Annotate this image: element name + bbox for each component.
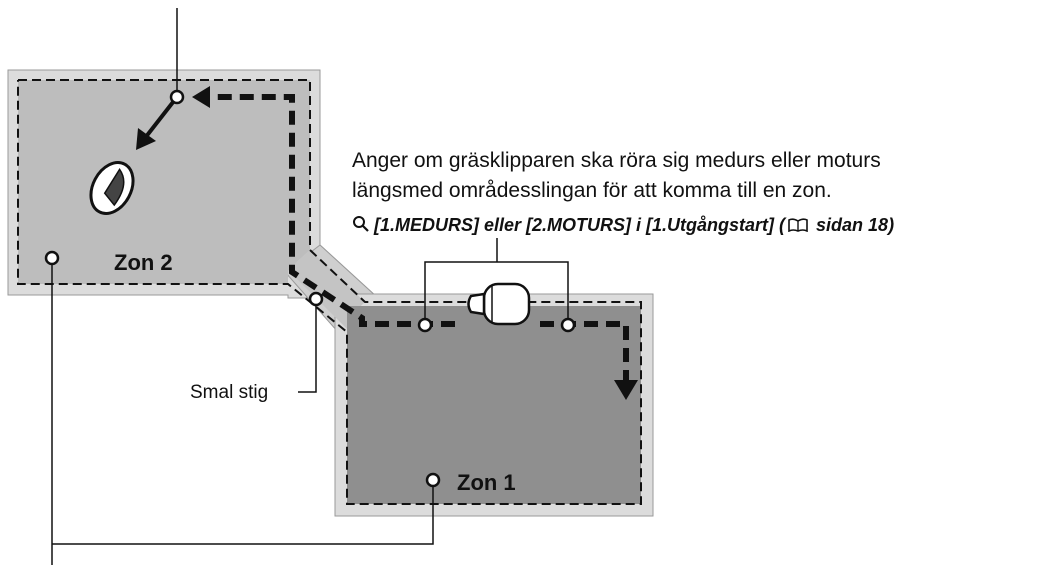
mower-icon [89, 161, 135, 215]
magnifier-icon [353, 216, 369, 232]
callout-dot-right-route [560, 317, 576, 333]
reference-text-1: [1.MEDURS] eller [2.MOTURS] i [1.Utgångs… [374, 215, 786, 235]
callout-dot-left-route [417, 317, 433, 333]
callout-dot-top [169, 89, 185, 105]
callout-dot-narrow [308, 291, 324, 307]
leader-zones-h [52, 486, 434, 545]
reference-line: [1.MEDURS] eller [2.MOTURS] i [1.Utgångs… [352, 215, 1057, 236]
info-description: Anger om gräsklipparen ska röra sig medu… [352, 146, 1052, 206]
to-mower-arrow-line [143, 95, 179, 140]
zone2-label: Zon 2 [114, 250, 173, 275]
callout-dot-zone1 [425, 472, 441, 488]
zone1-area [347, 306, 641, 504]
guide-route-arrowhead-zone2 [192, 86, 210, 108]
info-line-1: Anger om gräsklipparen ska röra sig medu… [352, 149, 881, 172]
book-icon [788, 218, 808, 232]
to-mower-arrowhead [136, 128, 156, 150]
callout-dot-zone2 [44, 250, 60, 266]
guide-route-arrowhead-down [614, 380, 638, 400]
reference-text-2: sidan 18) [811, 215, 895, 235]
charging-station-icon [467, 282, 531, 326]
zone2-area [18, 80, 310, 284]
zone1-label: Zon 1 [457, 470, 516, 495]
leader-narrow [298, 305, 317, 393]
narrow-path-label: Smal stig [190, 382, 268, 403]
boundary-wire [17, 79, 642, 505]
info-line-2: längsmed områdesslingan för att komma ti… [352, 179, 832, 202]
guide-route-main [205, 94, 455, 327]
